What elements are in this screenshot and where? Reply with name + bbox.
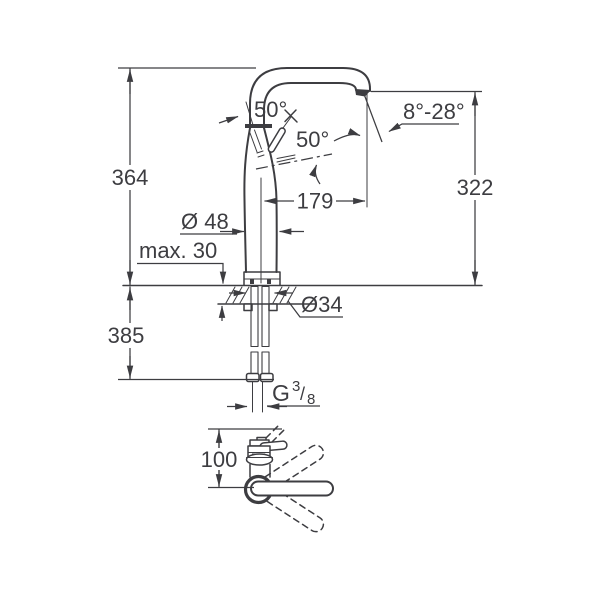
angle-50-upper-label: 50°	[254, 97, 287, 122]
dim-max30-label: max. 30	[139, 238, 217, 263]
dim-handle-angle-lower: 50°	[296, 127, 361, 185]
hose-connector	[245, 372, 260, 383]
dim-handle-height: 100	[197, 428, 282, 489]
dim-max-thickness: max. 30	[137, 238, 227, 321]
dim-thread: G 3 / 8	[227, 378, 320, 413]
handle-solid	[250, 480, 334, 497]
faucet-body	[243, 127, 281, 286]
thread-den-label: 8	[307, 391, 315, 408]
dim-outlet-angle: 8°-28°	[363, 93, 465, 143]
dim-below-counter: 385	[104, 286, 274, 381]
dim-179-label: 179	[297, 189, 334, 214]
spout-outline	[249, 67, 371, 129]
spout-aerator	[355, 89, 371, 97]
supply-hoses	[245, 285, 274, 383]
counter-section	[122, 284, 483, 312]
dim-total-height: 364	[108, 67, 256, 285]
thread-slash-label: /	[300, 384, 305, 404]
lever-side	[255, 109, 333, 170]
dim-385-label: 385	[108, 323, 145, 348]
angle-8-28-label: 8°-28°	[403, 99, 465, 124]
thread-g-label: G	[272, 380, 290, 406]
dim-body-diameter: Ø 48	[180, 209, 304, 235]
thread-num-label: 3	[292, 378, 300, 395]
dim-spout-reach: 179	[263, 92, 368, 214]
front-cartridge	[245, 436, 288, 478]
dim-dia48-label: Ø 48	[181, 209, 229, 234]
dim-outlet-height: 322	[371, 90, 498, 285]
dim-100-label: 100	[201, 447, 238, 472]
dim-dia34-label: Ø34	[301, 292, 343, 317]
front-view	[122, 67, 483, 383]
dim-hole-diameter: Ø34	[229, 289, 343, 318]
lever-range-x-mark	[284, 109, 298, 123]
handle-dashed-down	[252, 479, 325, 533]
handle-dashed-up	[252, 444, 325, 498]
angle-50-lower-label: 50°	[296, 127, 329, 152]
dim-322-label: 322	[457, 175, 494, 200]
handle-swing-view: 100	[197, 423, 334, 533]
dim-handle-angle-upper: 50°	[218, 97, 287, 126]
dim-364-label: 364	[112, 165, 149, 190]
